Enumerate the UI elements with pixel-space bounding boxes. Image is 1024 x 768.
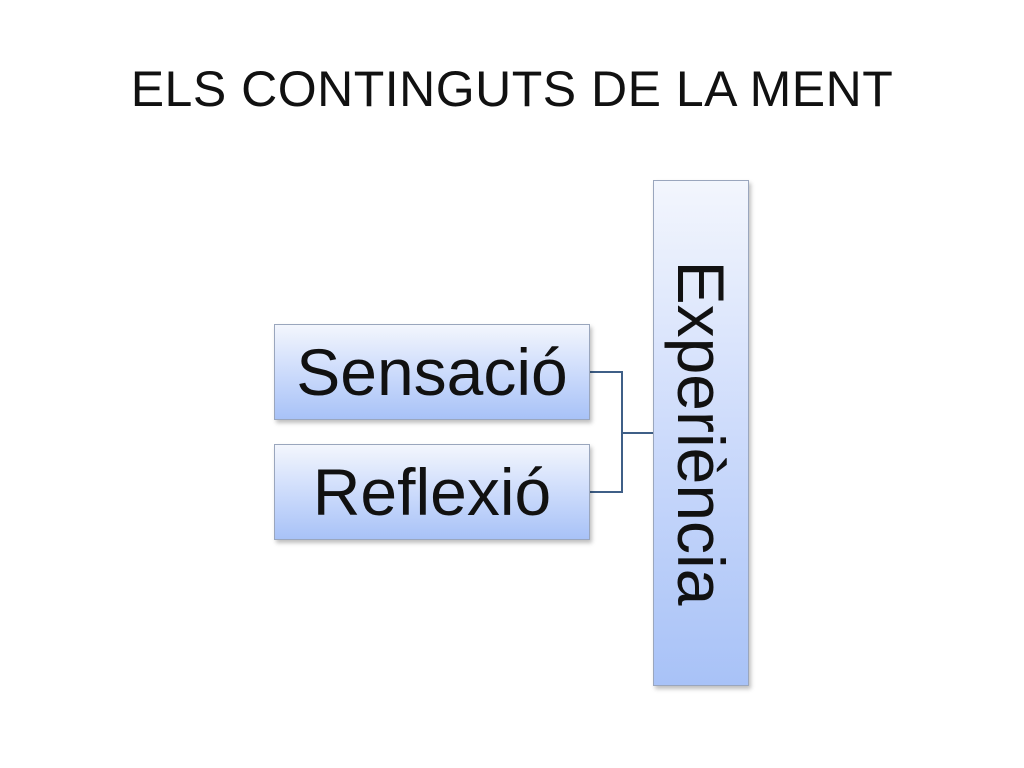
node-sensacio-label: Sensació (296, 335, 568, 409)
connector-sensacio (590, 371, 653, 434)
node-reflexio: Reflexió (274, 444, 590, 540)
slide-title: ELS CONTINGUTS DE LA MENT (130, 61, 894, 117)
node-reflexio-label: Reflexió (312, 455, 552, 529)
node-experiencia: Experiència (653, 180, 749, 686)
node-experiencia-label: Experiència (664, 260, 738, 606)
node-sensacio: Sensació (274, 324, 590, 420)
connector-reflexio (590, 433, 623, 493)
